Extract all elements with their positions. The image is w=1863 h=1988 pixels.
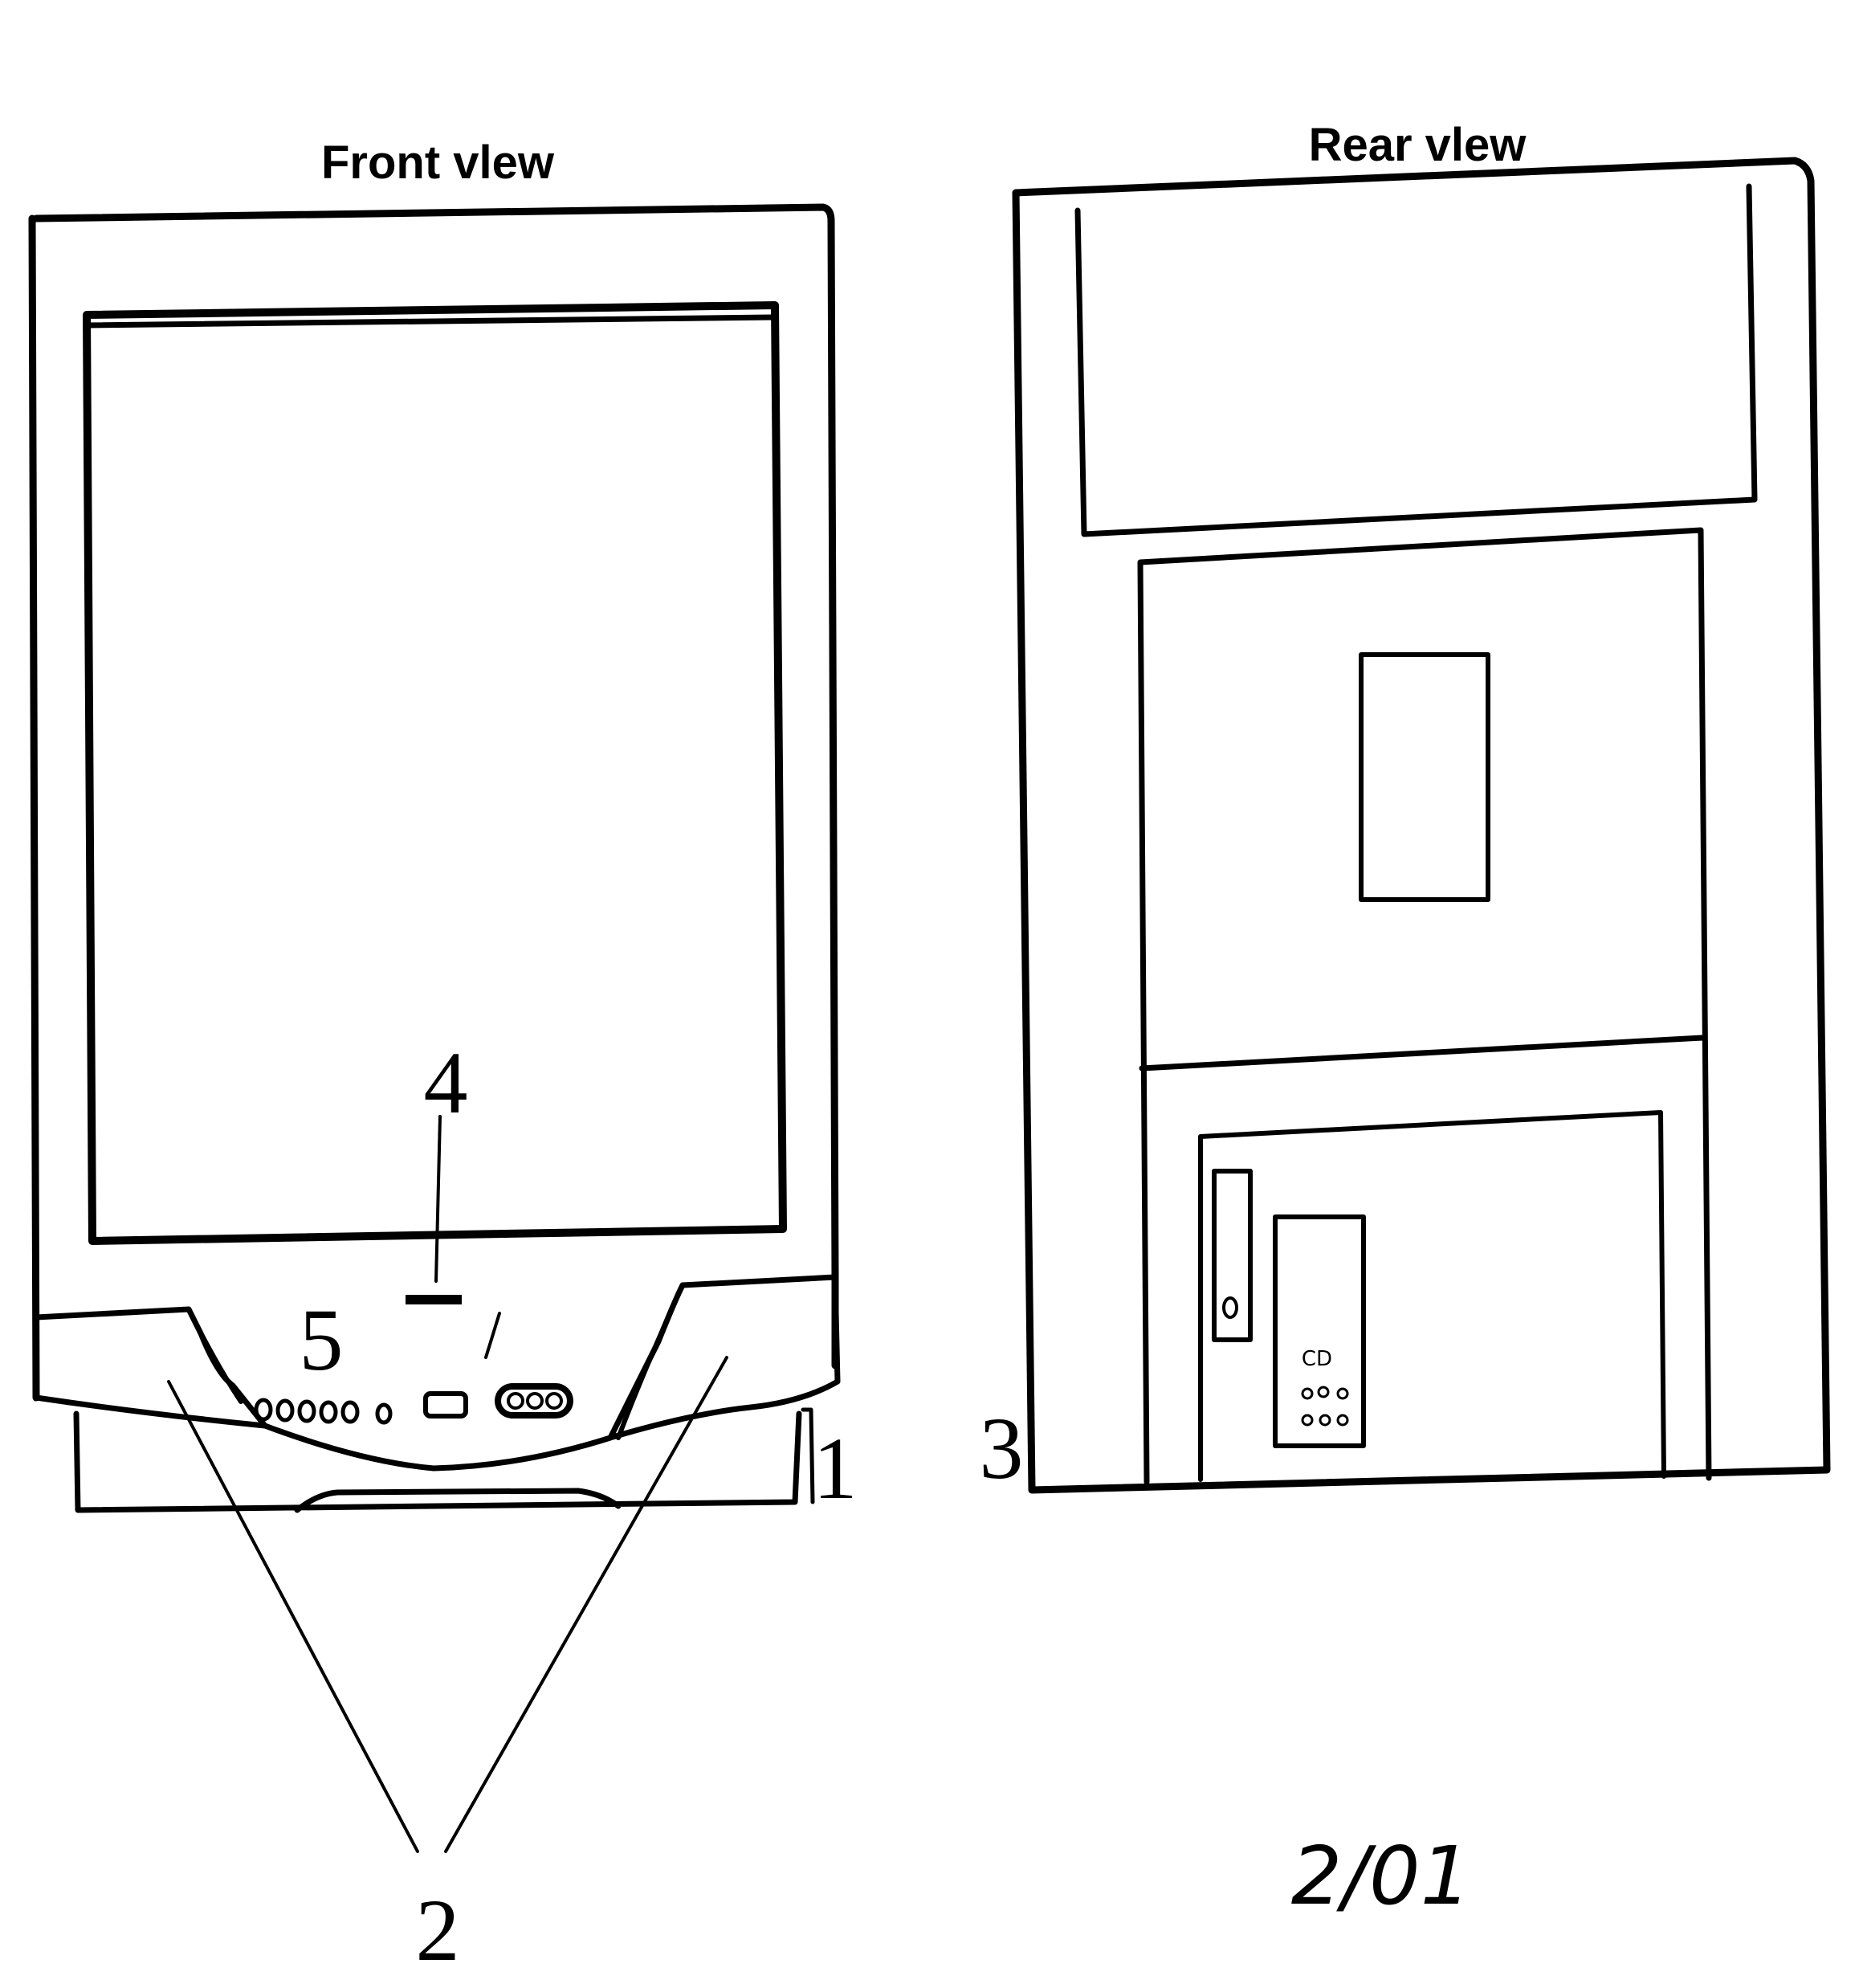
- front-port: [423, 1391, 468, 1419]
- rear-power-switch-knob: [1222, 1296, 1238, 1319]
- leader-line-2b: [444, 1356, 728, 1853]
- rear-view-title: Rear vlew: [1309, 119, 1527, 171]
- label-4: 4: [424, 1034, 468, 1132]
- label-1: 1: [813, 1419, 858, 1517]
- rear-jack: [1301, 1414, 1314, 1427]
- control-button: [254, 1398, 273, 1422]
- rear-view: Rear vlew CD 3: [980, 119, 1831, 1497]
- front-control-buttons: [254, 1398, 393, 1425]
- control-button: [297, 1399, 316, 1423]
- rear-housing: [1012, 157, 1831, 1494]
- rear-jack-text: CD: [1302, 1347, 1332, 1371]
- front-base-right-bracket: [801, 1407, 815, 1504]
- av-jack: [545, 1392, 563, 1410]
- control-button: [375, 1402, 393, 1425]
- front-base: [73, 1410, 802, 1513]
- rear-label-plate: [1359, 652, 1490, 902]
- av-jack: [507, 1392, 524, 1410]
- front-screen-top-edge: [84, 314, 776, 329]
- front-screen: [83, 301, 787, 1245]
- rear-jacks: [1301, 1386, 1349, 1427]
- control-button: [275, 1398, 295, 1423]
- rear-jack-plate: [1273, 1214, 1366, 1448]
- rear-top-panel: [1074, 183, 1758, 537]
- label-3: 3: [980, 1399, 1024, 1497]
- front-control-panel-left-edge: [33, 1394, 268, 1429]
- rear-jack: [1317, 1386, 1330, 1398]
- page-number: 2/01: [1291, 1829, 1472, 1923]
- front-view: Front vlew: [28, 137, 858, 1979]
- front-view-title: Front vlew: [321, 137, 555, 189]
- rear-cabinet: [1137, 527, 1712, 1485]
- front-av-jacks: [495, 1383, 573, 1419]
- leader-line-2a: [167, 1380, 419, 1853]
- leader-line-4: [434, 1115, 442, 1283]
- front-left-swoop: [186, 1307, 243, 1404]
- front-right-swoop: [616, 1283, 685, 1440]
- rear-jack: [1301, 1387, 1314, 1400]
- label-5: 5: [300, 1291, 344, 1389]
- rear-power-switch: [1212, 1169, 1253, 1342]
- label-2: 2: [416, 1881, 460, 1979]
- front-speaker-slot: [406, 1295, 462, 1304]
- av-jack: [526, 1392, 544, 1410]
- leader-line-5: [484, 1312, 501, 1359]
- rear-jack: [1336, 1414, 1349, 1427]
- rear-jack: [1336, 1387, 1349, 1400]
- control-button: [319, 1400, 338, 1424]
- rear-connector-panel: [1198, 1110, 1666, 1482]
- front-housing: [28, 203, 839, 1402]
- rear-jack: [1319, 1414, 1331, 1427]
- control-button: [340, 1400, 360, 1424]
